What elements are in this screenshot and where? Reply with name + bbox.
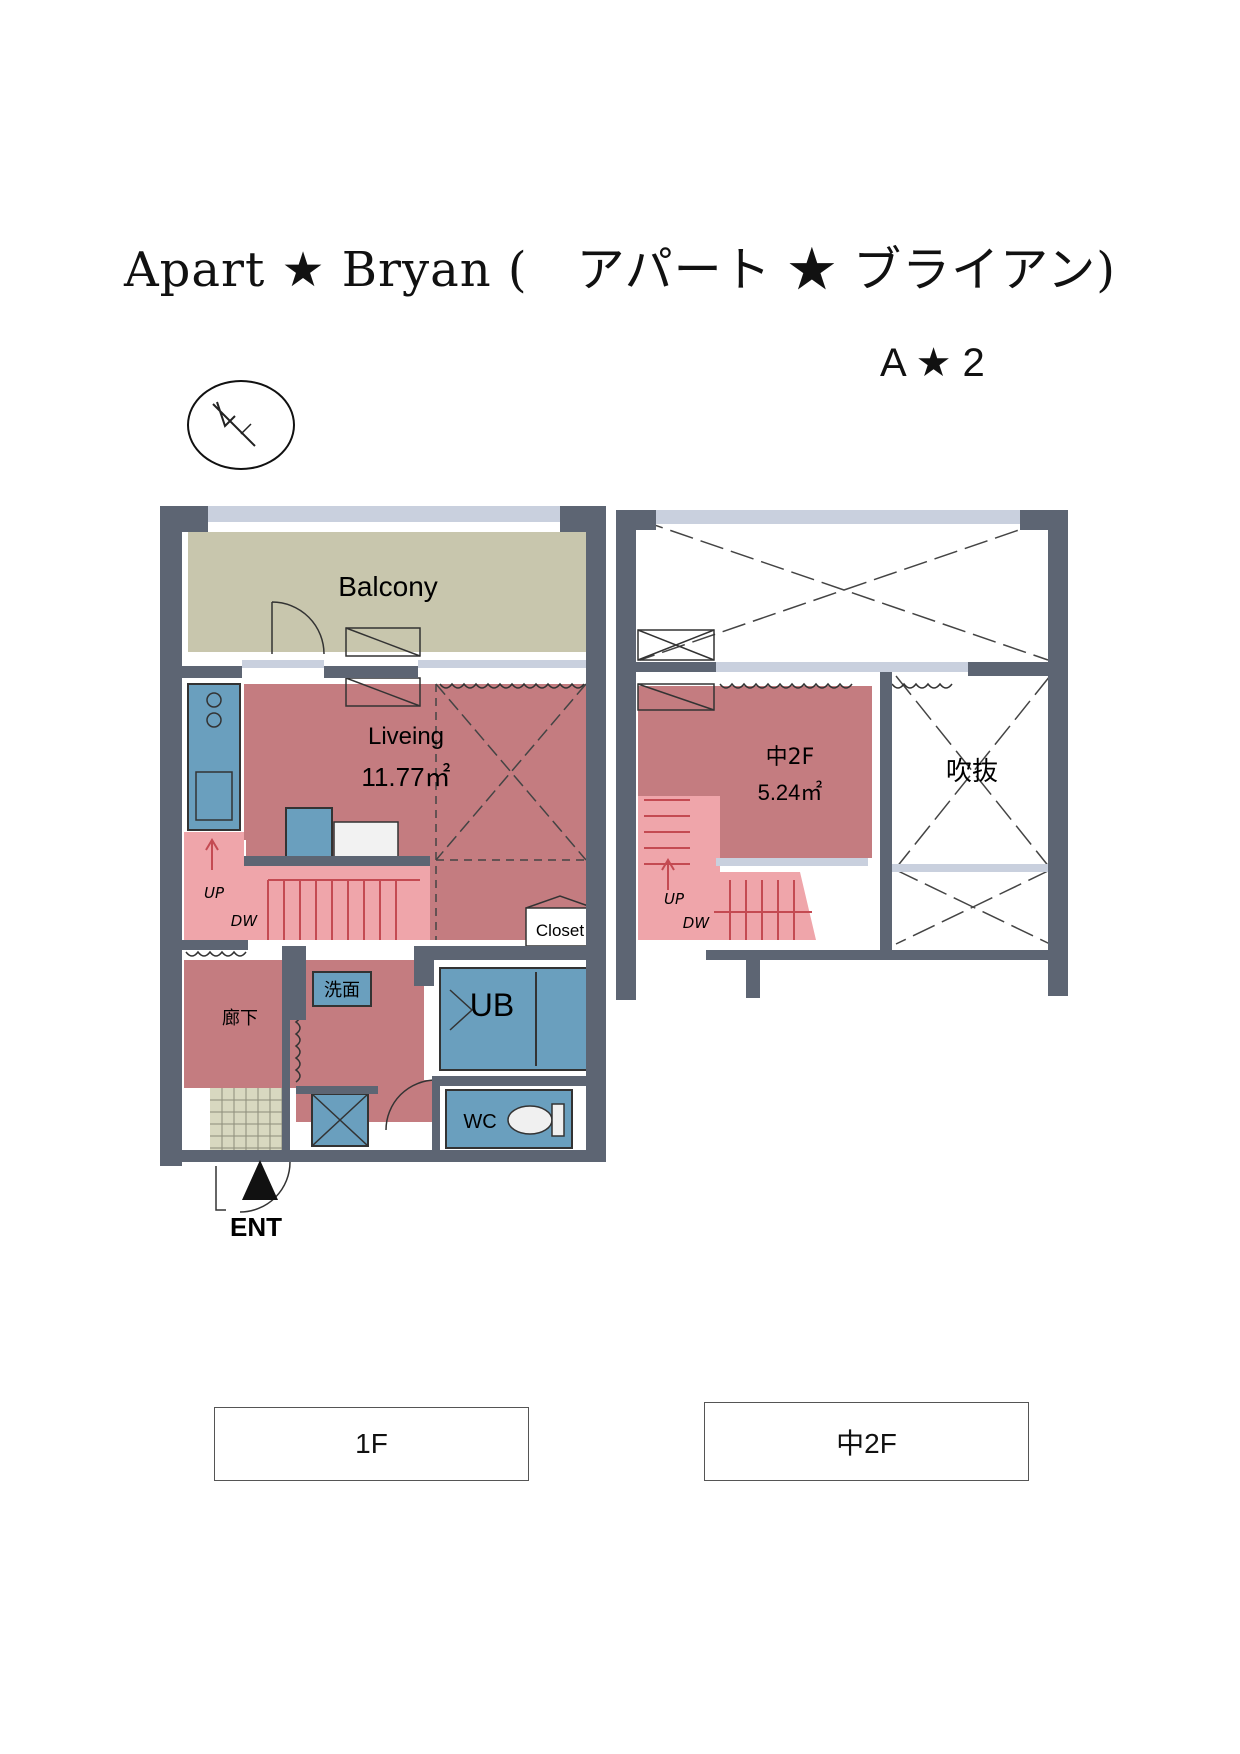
entrance-arrow-icon [242,1160,278,1200]
unit-code: A ★ 2 [880,341,985,385]
floor-label-1f: 1F [214,1407,529,1481]
plan-m2f [616,510,1068,1000]
toilet-icon [507,1103,565,1137]
m2f-area-label: 5.24㎡ [758,780,823,805]
stair-up-label-m2f: UP [664,890,685,908]
balcony-label: Balcony [338,571,438,602]
corridor-label: 廊下 [222,1008,258,1029]
washbasin [312,971,372,1007]
wc-label: WC [463,1111,496,1133]
floor-label-mezzanine: 中2F [704,1402,1029,1481]
living-area-label: 11.77㎡ [361,762,450,792]
north-compass-icon [187,380,295,470]
stair-area-1f [184,832,430,940]
plan-1f [160,506,606,1213]
balcony-area [188,532,586,652]
entrance-label: ENT [230,1212,282,1242]
senmen-label: 洗面 [324,980,360,1001]
m2f-room-label: 中2F [766,745,815,770]
living-label: Liveing [368,723,444,750]
fukinuke-label: 吹抜 [946,757,998,787]
stair-up-label-1f: UP [204,884,225,902]
stair-down-label-m2f: DW [683,914,711,932]
closet-label: Closet [536,921,584,940]
ub-label: UB [470,987,514,1023]
unit-bath [439,967,593,1071]
stair-down-label-1f: DW [231,912,259,930]
living-room-area [244,684,586,940]
stove-icon [206,692,222,728]
page-title: Apart ★ Bryan ( アパート ★ ブライアン) [123,242,1116,298]
fridge [285,807,333,861]
